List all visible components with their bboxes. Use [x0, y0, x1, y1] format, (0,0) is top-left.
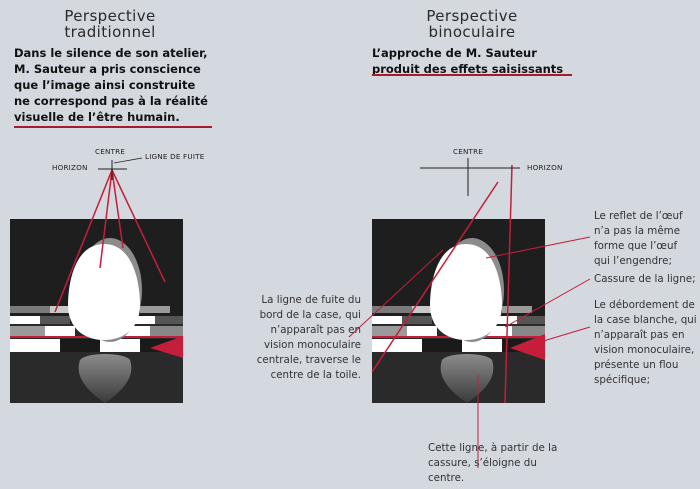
left-label-horizon: HORIZON: [52, 163, 88, 172]
annotation-cette-ligne: Cette ligne, à partir de la cassure, s’é…: [428, 442, 558, 484]
right-label-horizon: HORIZON: [527, 163, 563, 172]
left-label-fuite: LIGNE DE FUITE: [145, 152, 205, 161]
leader-lines: [348, 236, 591, 468]
right-title-line2: binoculaire: [428, 23, 516, 41]
right-canvas: [371, 158, 545, 404]
left-egg: [68, 244, 140, 340]
right-title-line1: Perspective: [426, 7, 518, 25]
right-title: Perspective binoculaire: [372, 8, 572, 40]
right-label-centre: CENTRE: [453, 147, 484, 156]
left-label-centre: CENTRE: [95, 147, 126, 156]
left-title-line1: Perspective: [64, 7, 156, 25]
right-subtitle: L’approche de M. Sauteur produit des eff…: [372, 46, 564, 76]
right-divider: [372, 74, 572, 76]
annotation-ligne-fuite: La ligne de fuite du bord de la case, qu…: [256, 294, 361, 381]
left-divider: [14, 126, 212, 128]
annotation-reflet: Le reflet de l’œuf n’a pas la même forme…: [594, 210, 683, 267]
left-canvas: [10, 157, 183, 403]
left-subtitle: Dans le silence de son atelier, M. Saute…: [14, 46, 208, 124]
left-title: Perspective traditionnel: [10, 8, 210, 40]
right-egg: [430, 244, 502, 340]
annotation-cassure: Cassure de la ligne;: [594, 273, 696, 285]
left-title-line2: traditionnel: [64, 23, 156, 41]
annotation-debordement: Le débordement de la case blanche, qui n…: [594, 299, 697, 386]
